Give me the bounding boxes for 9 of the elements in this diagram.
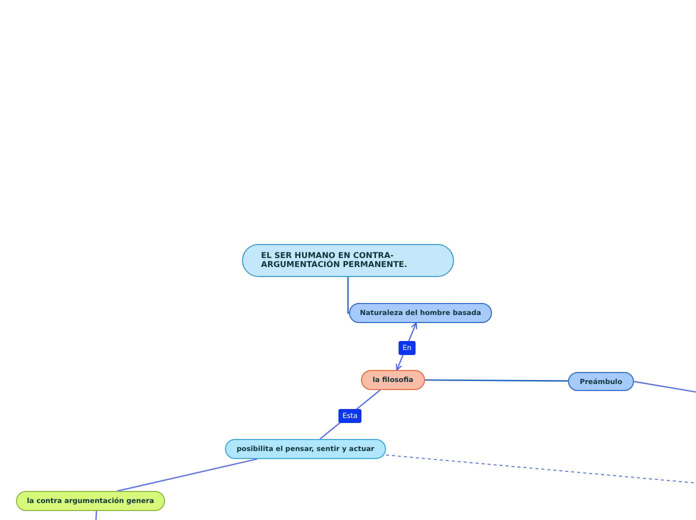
arrow — [396, 322, 418, 371]
connector-line — [117, 458, 258, 492]
title-box: EL SER HUMANO EN CONTRA-ARGUMENTACIÓN PERMANENTE. — [242, 244, 454, 277]
connector-line — [425, 379, 568, 382]
connector-line — [320, 390, 381, 440]
connector-line — [95, 510, 98, 520]
connector-line — [386, 454, 696, 484]
connector-line — [634, 380, 696, 393]
connector-line — [347, 277, 350, 314]
